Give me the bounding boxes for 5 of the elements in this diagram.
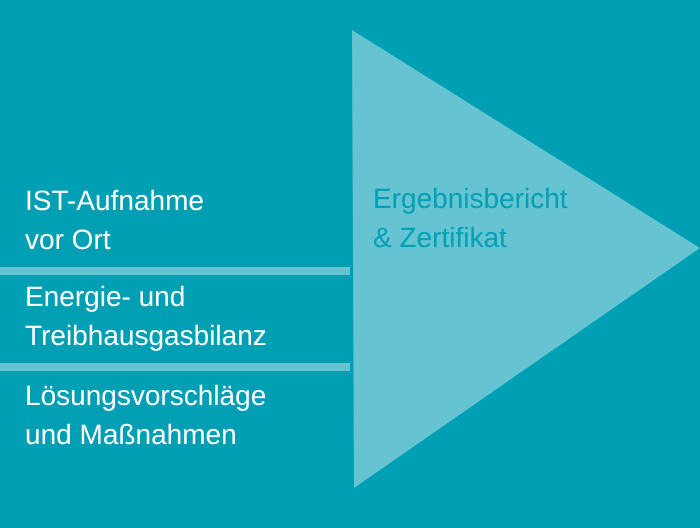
step-text: IST-Aufnahme vor Ort bbox=[25, 181, 205, 259]
step-text: Lösungsvorschläge und Maßnahmen bbox=[25, 376, 268, 454]
result-text: Ergebnisbericht & Zertifikat bbox=[373, 182, 569, 255]
step-text: Energie- und Treibhausgasbilanz bbox=[25, 277, 268, 355]
triangle-arrow bbox=[350, 30, 700, 488]
